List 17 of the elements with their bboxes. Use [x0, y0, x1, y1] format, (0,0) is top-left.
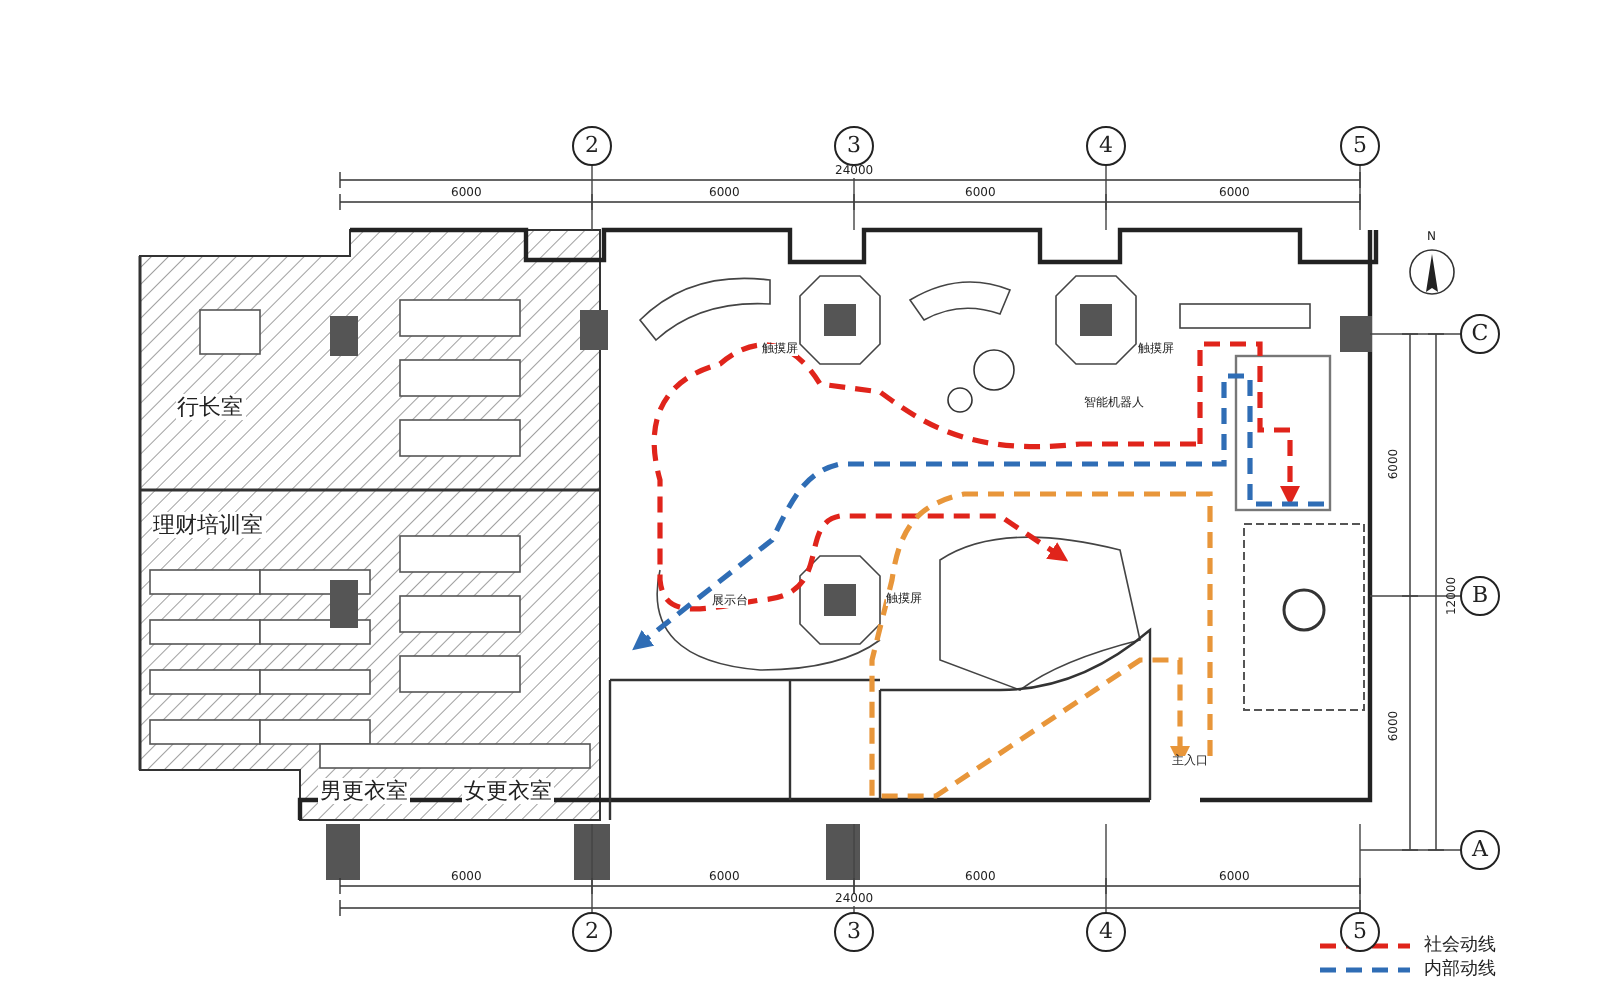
legend-label: 内部动线 [1424, 961, 1496, 979]
grid-marker: C [1460, 314, 1500, 354]
grid-marker: 4 [1086, 912, 1126, 952]
grid-marker: 5 [1340, 126, 1380, 166]
grid-marker: A [1460, 830, 1500, 870]
grid-marker: 2 [572, 912, 612, 952]
legend-label: 社会动线 [1424, 937, 1496, 955]
room-label: 男更衣室 [318, 777, 410, 803]
room-label: 女更衣室 [462, 777, 554, 803]
room-label: 理财培训室 [151, 511, 265, 537]
grid-marker: 2 [572, 126, 612, 166]
grid-marker: 5 [1340, 912, 1380, 952]
grid-marker: 4 [1086, 126, 1126, 166]
grid-marker: B [1460, 576, 1500, 616]
room-label: 行长室 [175, 393, 245, 419]
grid-marker: 3 [834, 126, 874, 166]
grid-marker: 3 [834, 912, 874, 952]
